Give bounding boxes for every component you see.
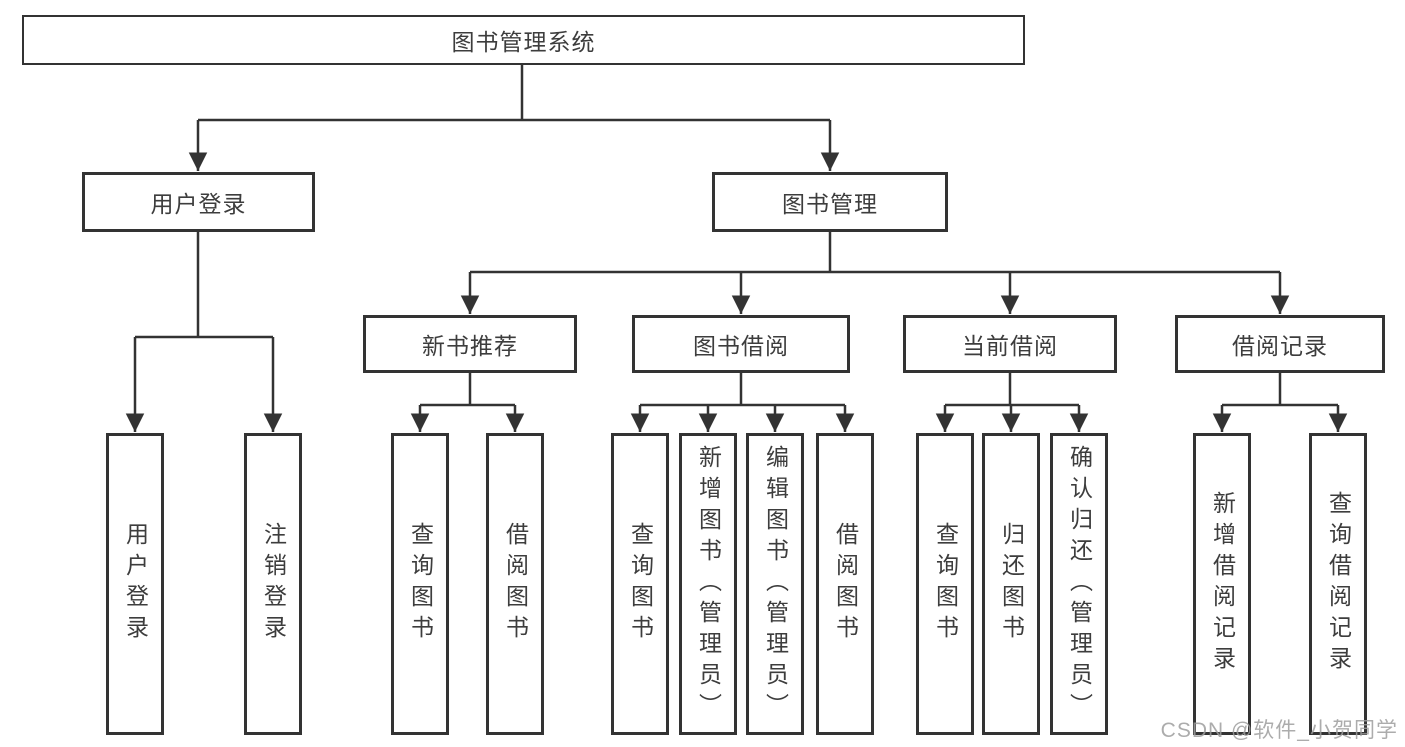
node-borrow-records: 借阅记录 (1175, 315, 1385, 373)
node-book-management-label: 图书管理 (782, 191, 878, 217)
leaf-borrow-borrow-books: 借阅图书 (816, 433, 874, 735)
node-new-book-recommend-label: 新书推荐 (422, 333, 518, 359)
leaf-return-books: 归还图书 (982, 433, 1040, 735)
node-user-login: 用户登录 (82, 172, 315, 232)
leaf-borrow-query-books-label: 查询图书 (627, 522, 654, 646)
node-book-management: 图书管理 (712, 172, 948, 232)
node-root-label: 图书管理系统 (451, 29, 596, 55)
leaf-query-borrow-record-label: 查询借阅记录 (1325, 491, 1352, 677)
leaf-current-query-books: 查询图书 (916, 433, 974, 735)
leaf-edit-book-admin: 编辑图书（管理员） (746, 433, 804, 735)
leaf-borrow-query-books: 查询图书 (611, 433, 669, 735)
leaf-confirm-return-admin-label: 确认归还（管理员） (1066, 444, 1093, 724)
node-current-borrow: 当前借阅 (903, 315, 1117, 373)
node-book-borrow-label: 图书借阅 (693, 333, 789, 359)
leaf-add-book-admin-label: 新增图书（管理员） (695, 444, 722, 724)
leaf-current-query-books-label: 查询图书 (932, 522, 959, 646)
node-root: 图书管理系统 (22, 15, 1025, 65)
leaf-add-book-admin: 新增图书（管理员） (679, 433, 737, 735)
watermark-text: CSDN @软件_小贺同学 (1160, 719, 1398, 742)
node-current-borrow-label: 当前借阅 (962, 333, 1058, 359)
leaf-newbook-query-books-label: 查询图书 (407, 522, 434, 646)
leaf-return-books-label: 归还图书 (998, 522, 1025, 646)
leaf-user-login-label: 用户登录 (122, 522, 149, 646)
node-book-borrow: 图书借阅 (632, 315, 850, 373)
node-user-login-label: 用户登录 (150, 191, 247, 217)
node-borrow-records-label: 借阅记录 (1232, 333, 1328, 359)
leaf-edit-book-admin-label: 编辑图书（管理员） (762, 444, 789, 724)
leaf-confirm-return-admin: 确认归还（管理员） (1050, 433, 1108, 735)
leaf-newbook-borrow-books: 借阅图书 (486, 433, 544, 735)
leaf-add-borrow-record-label: 新增借阅记录 (1209, 491, 1236, 677)
leaf-newbook-borrow-books-label: 借阅图书 (502, 522, 529, 646)
leaf-logout-label: 注销登录 (260, 522, 287, 646)
node-new-book-recommend: 新书推荐 (363, 315, 577, 373)
leaf-logout: 注销登录 (244, 433, 302, 735)
leaf-add-borrow-record: 新增借阅记录 (1193, 433, 1251, 735)
leaf-newbook-query-books: 查询图书 (391, 433, 449, 735)
leaf-borrow-borrow-books-label: 借阅图书 (832, 522, 859, 646)
leaf-user-login: 用户登录 (106, 433, 164, 735)
leaf-query-borrow-record: 查询借阅记录 (1309, 433, 1367, 735)
